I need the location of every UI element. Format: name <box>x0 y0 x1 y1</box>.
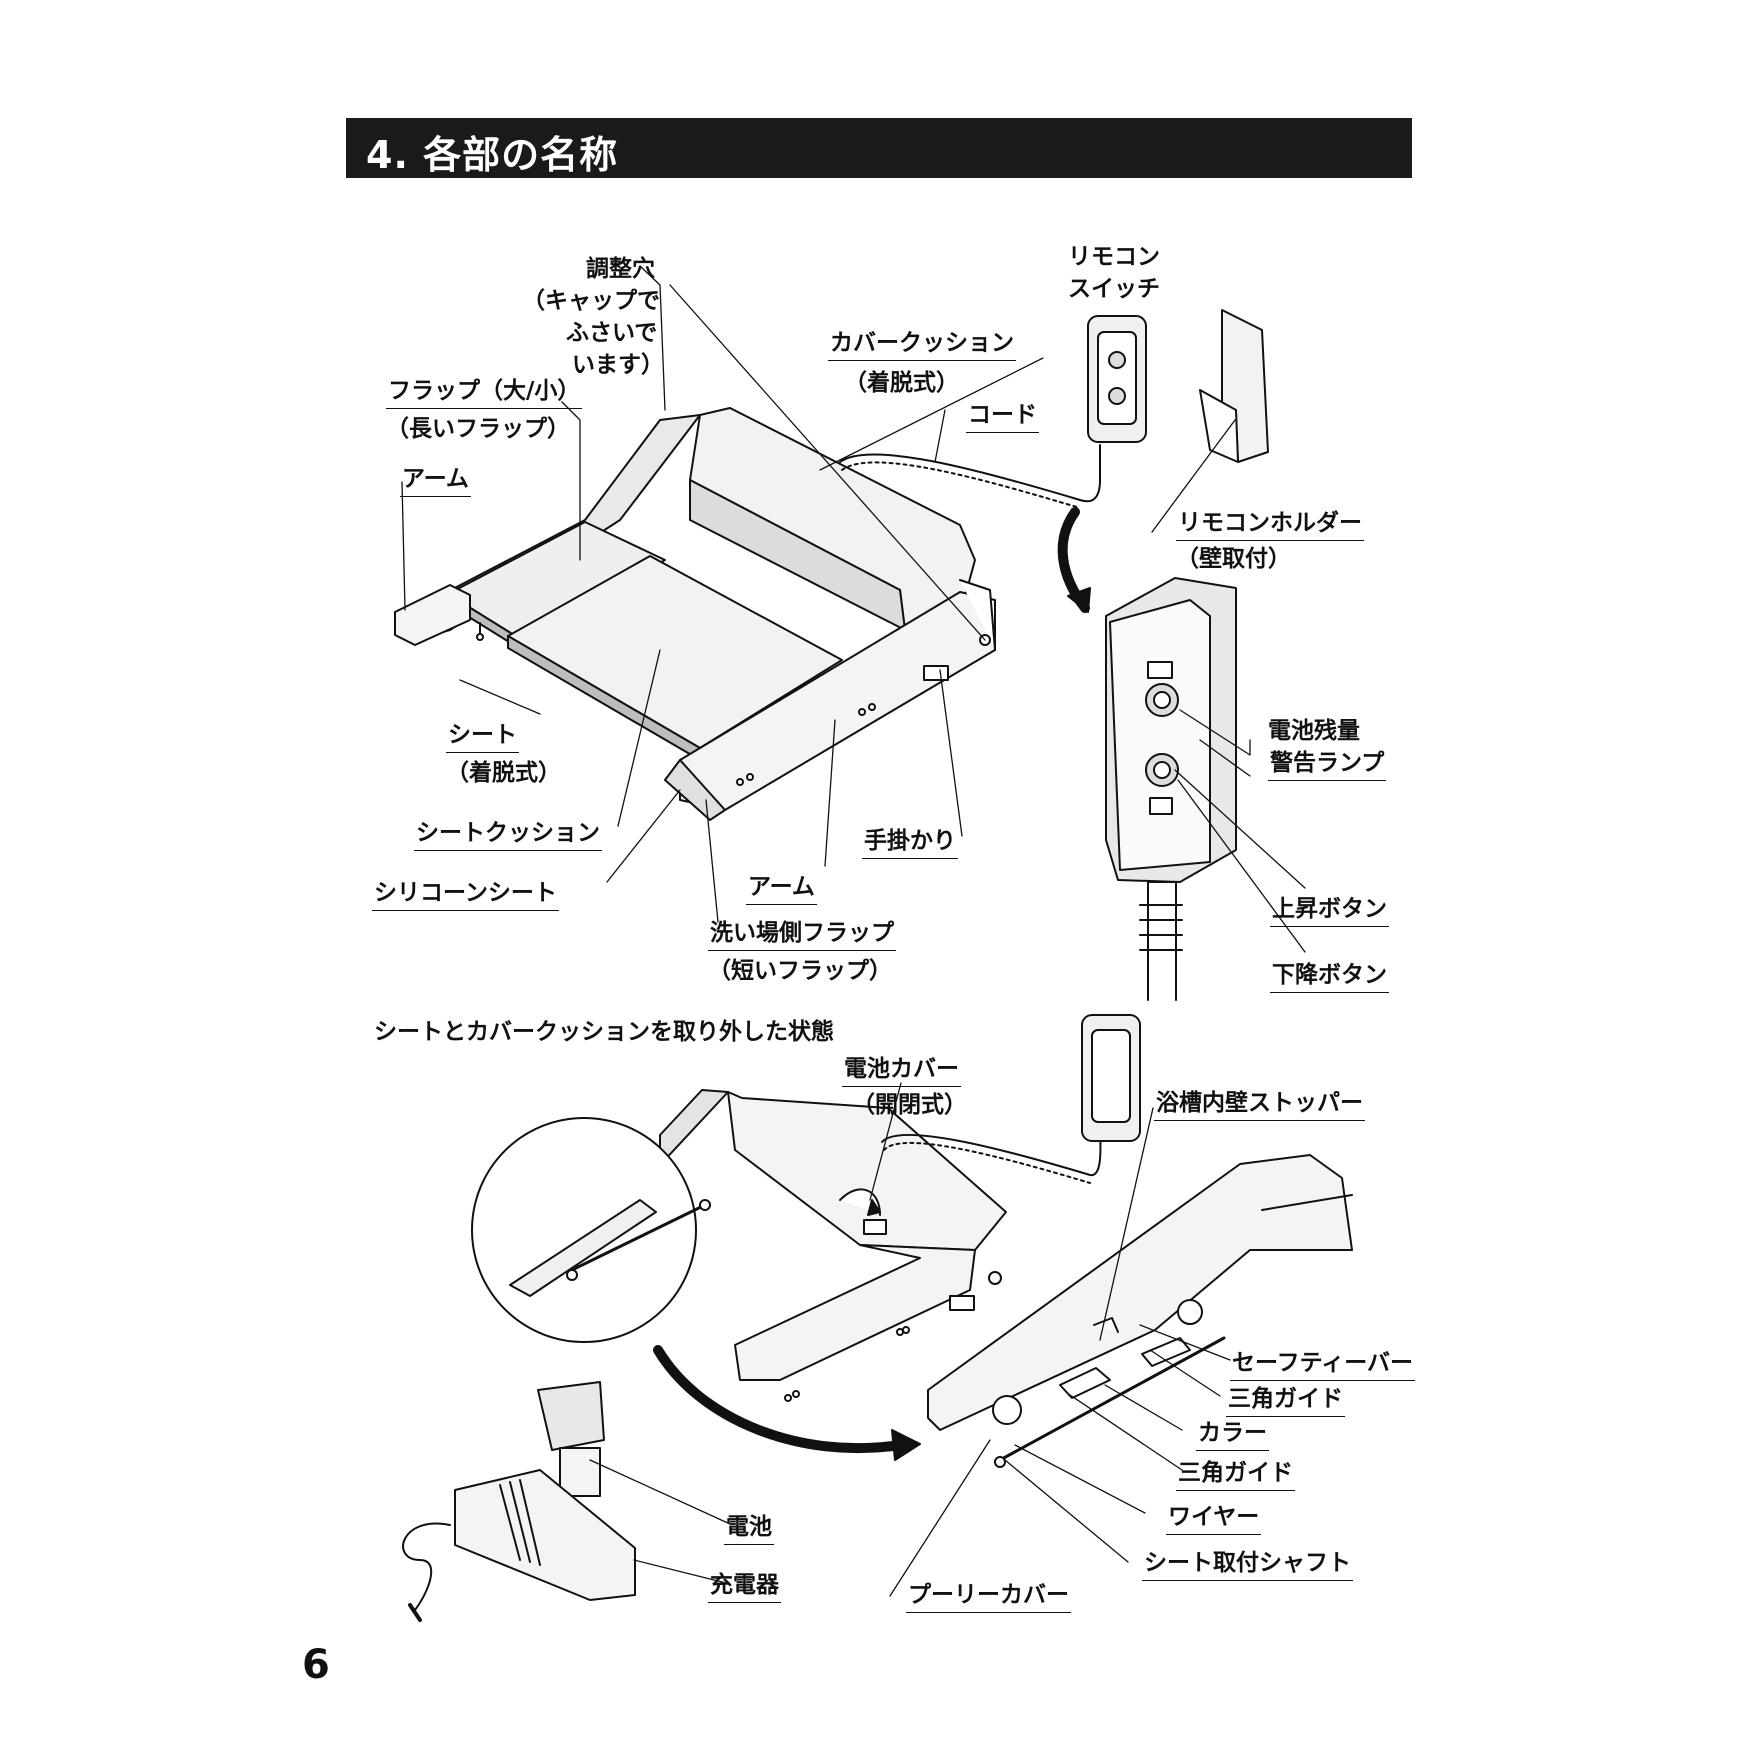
remote-switch-bottom-drawing <box>1081 1014 1141 1142</box>
label-battery: 電池 <box>724 1510 774 1545</box>
label-wash-flap-note: （短いフラップ） <box>708 958 892 984</box>
label-arm-left: アーム <box>400 462 471 497</box>
label-wire: ワイヤー <box>1166 1500 1262 1535</box>
remote-switch-large-drawing <box>1105 577 1237 1001</box>
label-cord: コード <box>966 398 1039 433</box>
label-collar: カラー <box>1196 1416 1269 1451</box>
section-header-bar: 4. 各部の名称 <box>346 118 1412 178</box>
label-up-button: 上昇ボタン <box>1270 892 1389 927</box>
label-seat: シート <box>446 718 519 753</box>
battery-and-charger-drawing <box>402 1381 636 1622</box>
label-arm-right: アーム <box>746 870 817 905</box>
coiled-cord-bottom <box>881 1119 1102 1184</box>
label-cover-cushion-note: （着脱式） <box>844 370 959 396</box>
coiled-cord-top <box>839 444 1101 509</box>
label-safety-bar: セーフティーバー <box>1230 1346 1416 1381</box>
remote-holder-drawing <box>1199 309 1269 463</box>
label-seat-note: （着脱式） <box>446 760 561 786</box>
label-adjust-hole-note-3: います） <box>572 352 664 378</box>
lift-main-unit-drawing <box>394 407 996 821</box>
label-charger: 充電器 <box>708 1568 781 1603</box>
section-title: 4. 各部の名称 <box>366 133 619 177</box>
label-battery-cover: 電池カバー <box>842 1052 961 1087</box>
label-wash-flap: 洗い場側フラップ <box>708 916 896 951</box>
label-remote-holder: リモコンホルダー <box>1176 506 1364 541</box>
label-remote-switch-1: リモコン <box>1068 244 1160 270</box>
label-adjust-hole-note-1: （キャップで <box>522 288 660 314</box>
label-battery-cover-note: （開閉式） <box>852 1092 967 1118</box>
page-number: 6 <box>302 1642 330 1688</box>
label-battery-lamp-2: 警告ランプ <box>1268 746 1387 781</box>
label-seat-cushion: シートクッション <box>414 816 602 851</box>
label-flap-note: （長いフラップ） <box>386 416 570 442</box>
label-handhold: 手掛かり <box>862 824 958 859</box>
remote-switch-small-drawing <box>1087 315 1147 443</box>
label-triangle-guide-1: 三角ガイド <box>1226 1382 1345 1417</box>
label-triangle-guide-2: 三角ガイド <box>1176 1456 1295 1491</box>
label-flap: フラップ（大/小） <box>386 374 583 409</box>
lift-frame-drawing <box>659 1089 1007 1402</box>
label-pulley-cover: プーリーカバー <box>906 1578 1071 1613</box>
arm-detail-drawing <box>927 1154 1353 1468</box>
section-caption: シートとカバークッションを取り外した状態 <box>374 1019 834 1045</box>
label-tub-stopper: 浴槽内壁ストッパー <box>1154 1086 1365 1121</box>
label-adjust-hole-note-2: ふさいで <box>566 320 658 346</box>
curved-arrow-bottom <box>653 1345 905 1454</box>
label-seat-shaft: シート取付シャフト <box>1142 1546 1353 1581</box>
label-silicone-sheet: シリコーンシート <box>372 876 559 911</box>
label-down-button: 下降ボタン <box>1270 958 1389 993</box>
label-cover-cushion: カバークッション <box>828 326 1016 361</box>
detail-circle-drawing <box>471 1117 711 1343</box>
label-remote-switch-2: スイッチ <box>1068 276 1160 302</box>
label-adjust-hole: 調整穴 <box>586 256 655 282</box>
label-remote-holder-note: （壁取付） <box>1176 546 1291 572</box>
label-battery-lamp-1: 電池残量 <box>1268 718 1360 744</box>
